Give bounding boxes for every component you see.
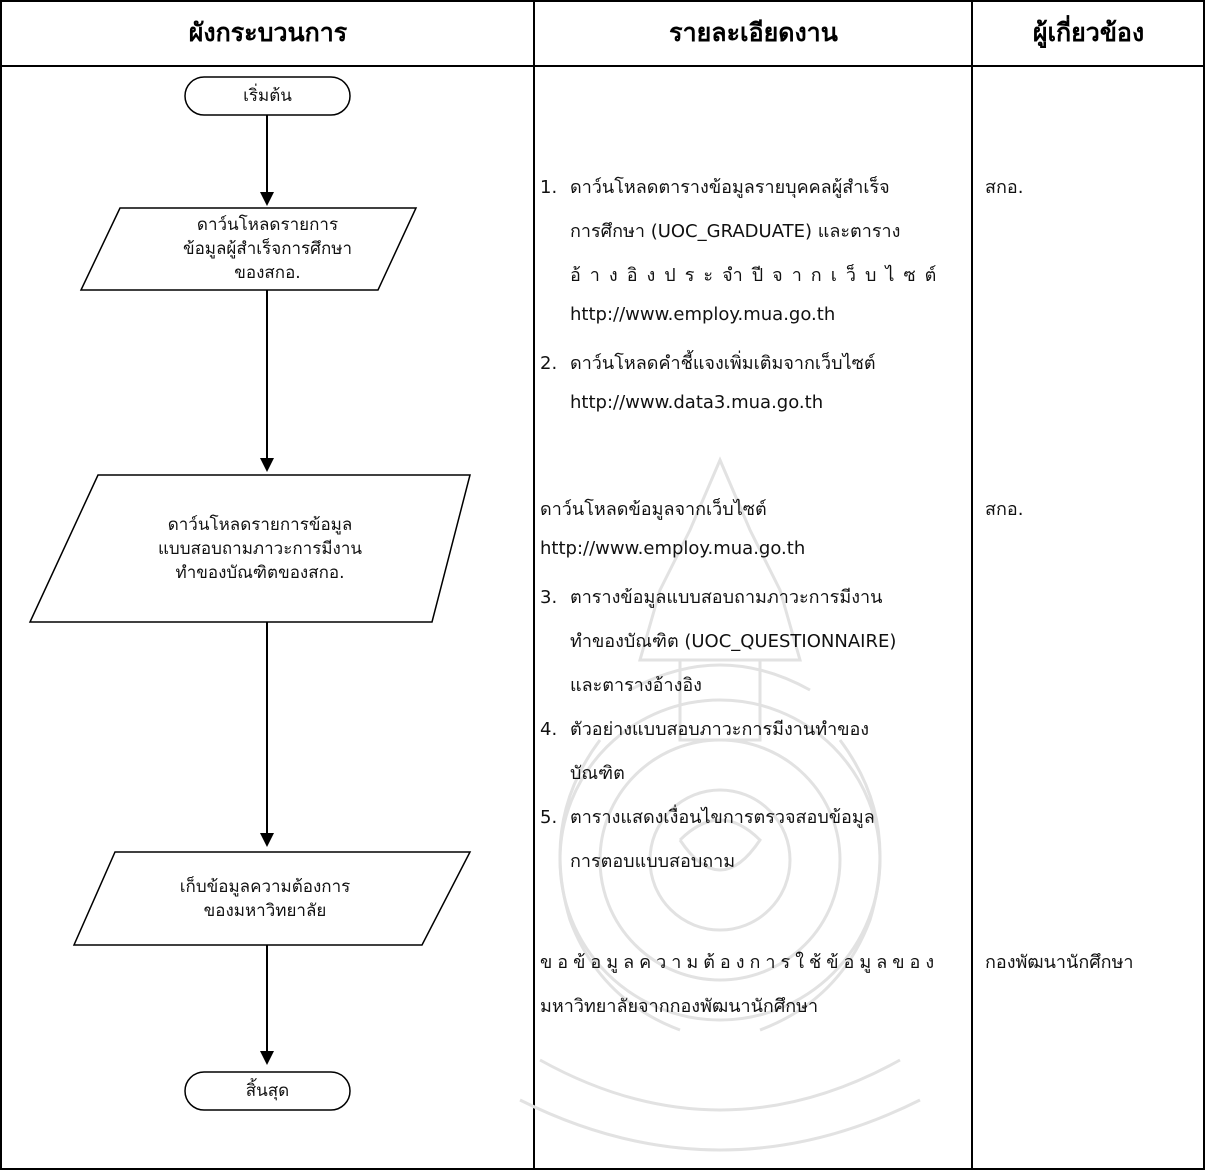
detail-item-3-text: ตารางข้อมูลแบบสอบถามภาวะการมีงาน: [570, 587, 883, 608]
detail-item-3-line-2: ทำของบัณฑิต (UOC_QUESTIONNAIRE): [570, 631, 897, 652]
step2-data-shape: [28, 474, 471, 623]
responsible-row-1: สกอ.: [985, 177, 1024, 198]
detail-item-3-number: 3.: [540, 587, 558, 608]
detail-item-2-line-1: 2. ดาว์นโหลดคำชี้แจงเพิ่มเติมจากเว็บไซต์: [540, 348, 876, 377]
detail-item-5-line-1: 5. ตารางแสดงเงื่อนไขการตรวจสอบข้อมูล: [540, 802, 875, 831]
detail-item-5-text: ตารางแสดงเงื่อนไขการตรวจสอบข้อมูล: [570, 807, 875, 828]
detail-item-1-number: 1.: [540, 177, 558, 198]
detail-item-4-line-1: 4. ตัวอย่างแบบสอบภาวะการมีงานทำของ: [540, 714, 869, 743]
detail-item-1-line-1: 1. ดาว์นโหลดตารางข้อมูลรายบุคคลผู้สำเร็จ: [540, 172, 890, 201]
detail-item-1-url: http://www.employ.mua.go.th: [570, 304, 836, 325]
detail-item-3-line-1: 3. ตารางข้อมูลแบบสอบถามภาวะการมีงาน: [540, 582, 882, 611]
step3-data-shape: [72, 851, 472, 946]
detail-item-1-line-2: การศึกษา (UOC_GRADUATE) และตาราง: [570, 221, 901, 242]
detail-item-5-line-2: การตอบแบบสอบถาม: [570, 851, 736, 872]
detail-block-3-line-2: มหาวิทยาลัยจากกองพัฒนานักศึกษา: [540, 996, 819, 1017]
detail-block-2-intro: ดาว์นโหลดข้อมูลจากเว็บไซต์: [540, 499, 767, 520]
detail-item-4-text: ตัวอย่างแบบสอบภาวะการมีงานทำของ: [570, 719, 870, 740]
flowchart: [28, 76, 472, 1111]
responsible-row-2: สกอ.: [985, 499, 1024, 520]
detail-item-2-text: ดาว์นโหลดคำชี้แจงเพิ่มเติมจากเว็บไซต์: [570, 353, 876, 374]
detail-item-5-number: 5.: [540, 807, 558, 828]
detail-item-4-number: 4.: [540, 719, 558, 740]
detail-item-4-line-2: บัณฑิต: [570, 763, 625, 784]
detail-block-3-line-1: ขอข้อมูลความต้องการใช้ข้อมูลของ: [540, 952, 940, 973]
detail-item-1-line-3: อ้างอิงประจำปีจากเว็บไซต์: [570, 265, 946, 286]
start-terminator: [184, 76, 351, 116]
detail-item-3-line-3: และตารางอ้างอิง: [570, 675, 702, 696]
step3-label: เก็บข้อมูลความต้องการ ของมหาวิทยาลัย: [179, 877, 351, 921]
header-responsible: ผู้เกี่ยวข้อง: [1032, 18, 1145, 47]
step2-label: ดาว์นโหลดรายการข้อมูล แบบสอบถามภาวะการมี…: [157, 515, 363, 583]
responsible-row-3: กองพัฒนานักศึกษา: [985, 952, 1134, 973]
detail-item-1-text: ดาว์นโหลดตารางข้อมูลรายบุคคลผู้สำเร็จ: [570, 177, 890, 198]
detail-block-2-url: http://www.employ.mua.go.th: [540, 538, 806, 559]
start-label: เริ่มต้น: [243, 86, 292, 106]
header-work-details: รายละเอียดงาน: [669, 18, 838, 47]
end-label: สิ้นสุด: [245, 1081, 290, 1101]
detail-item-2-url: http://www.data3.mua.go.th: [570, 392, 824, 413]
header-process-chart: ผังกระบวนการ: [188, 18, 348, 47]
end-terminator: [184, 1071, 351, 1111]
detail-item-2-number: 2.: [540, 353, 558, 374]
step1-data-shape: [79, 207, 418, 291]
step1-label: ดาว์นโหลดรายการ ข้อมูลผู้สำเร็จการศึกษา …: [182, 215, 353, 283]
